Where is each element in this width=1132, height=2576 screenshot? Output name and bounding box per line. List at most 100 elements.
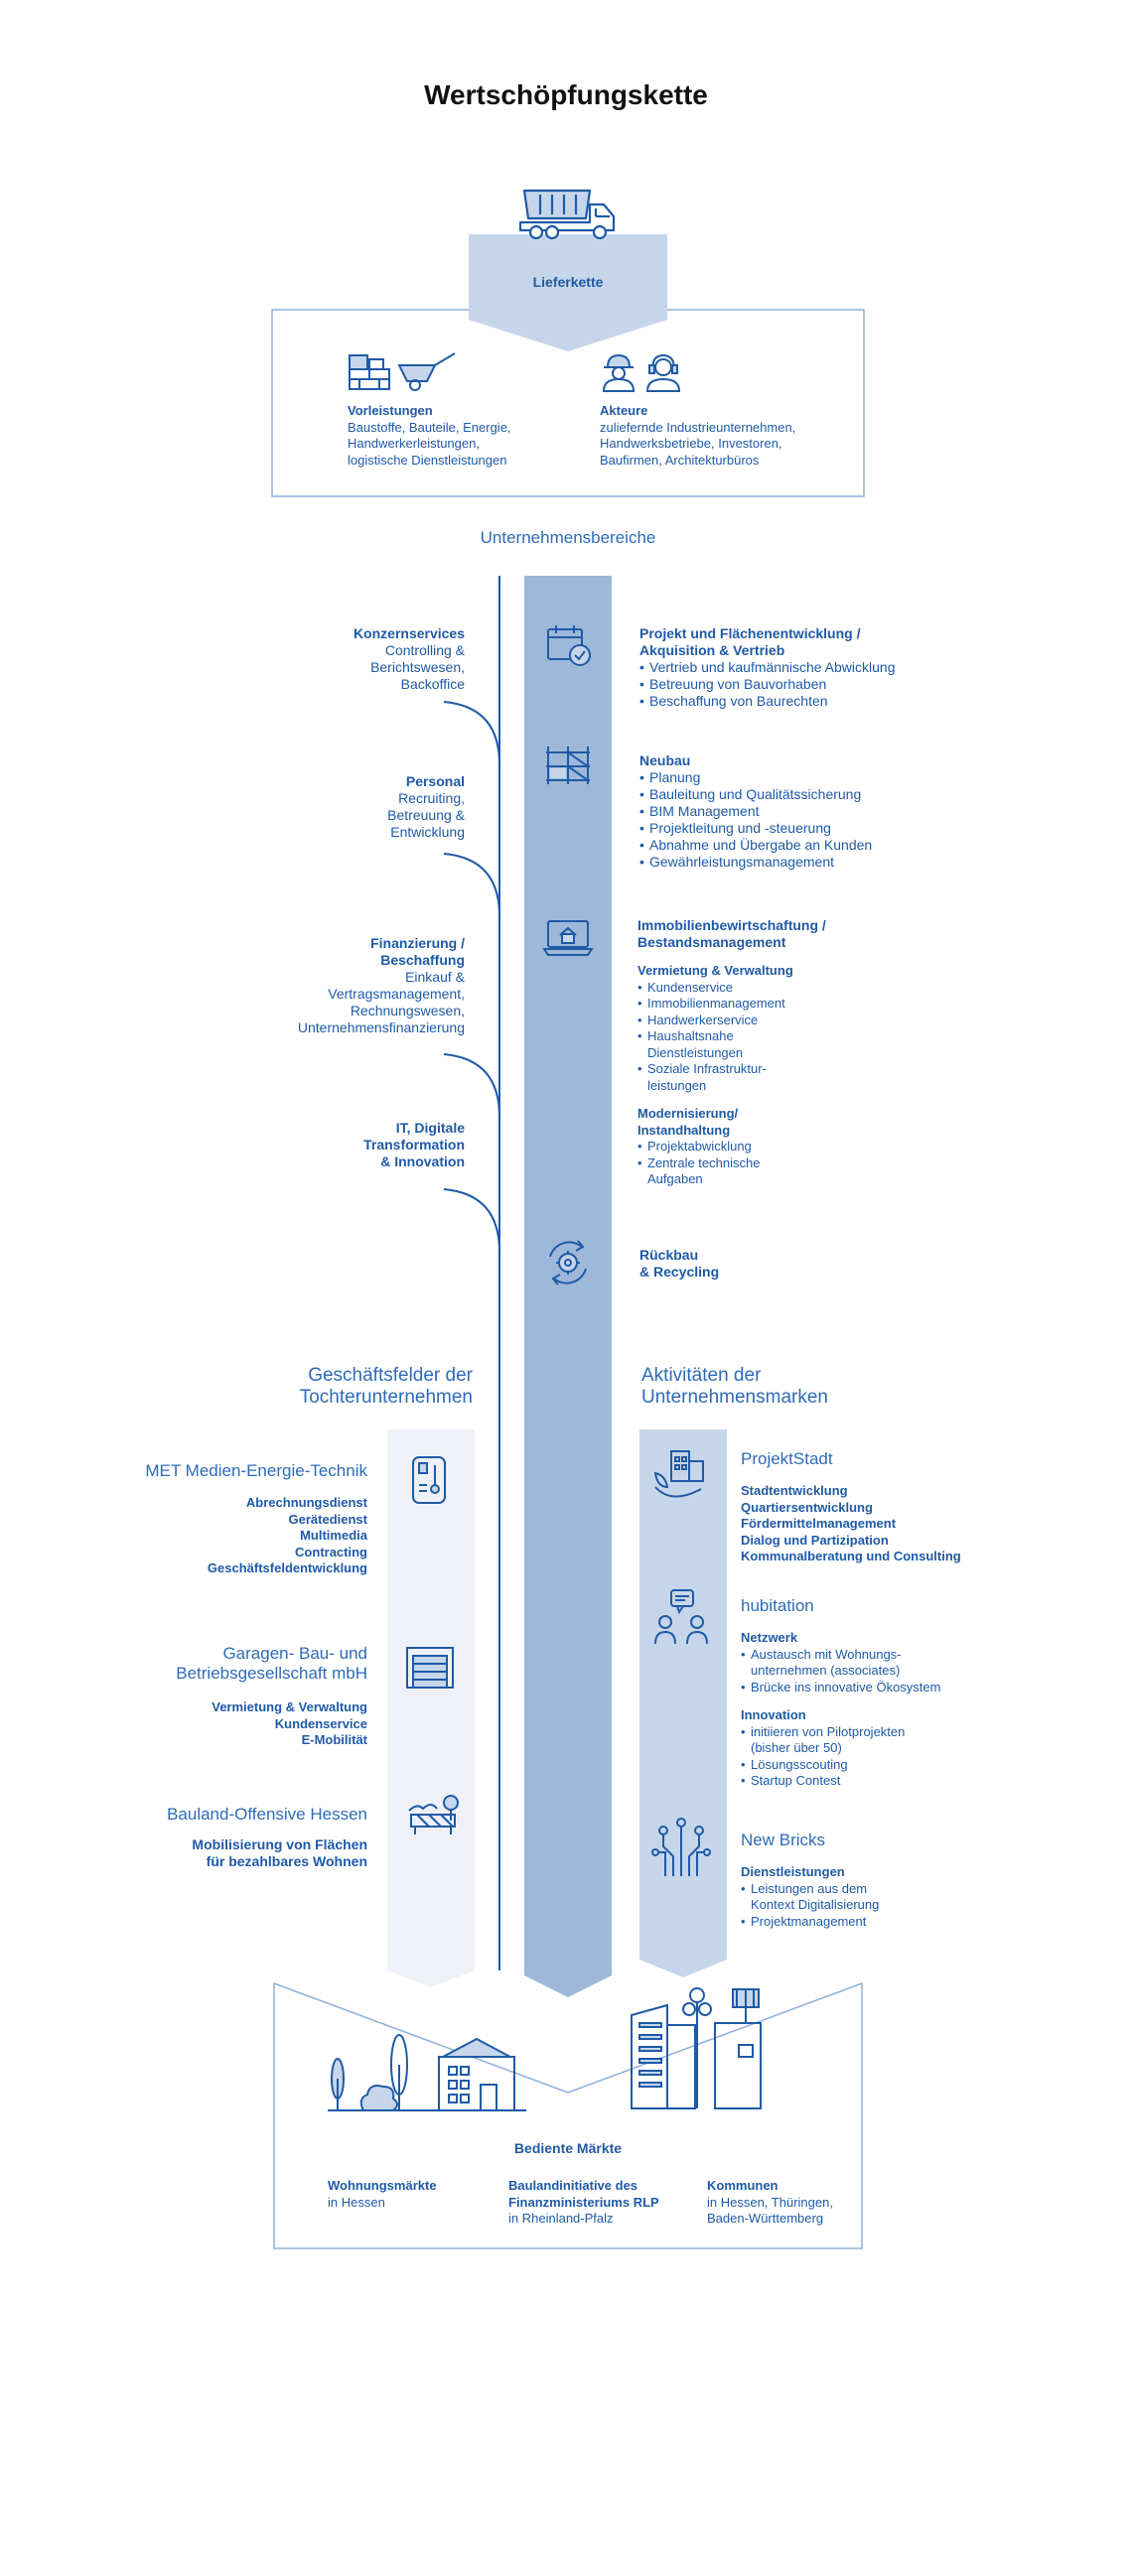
entry-heading: Projekt und Flächenentwicklung / — [639, 625, 861, 641]
bullet-item: Beschaffung von Baurechten — [639, 693, 937, 710]
entry-heading: Personal — [405, 773, 465, 789]
subsidiary-name: Bauland-Offensive Hessen — [167, 1805, 367, 1824]
entry-line: Einkauf & — [405, 969, 465, 985]
unternehmensbereiche-heading: Unternehmensbereiche — [480, 528, 656, 547]
bullet-item: Startup Contest — [741, 1773, 999, 1790]
entry-line: Backoffice — [400, 676, 465, 692]
bullet-item: Lösungsscouting — [741, 1757, 999, 1774]
branch-curve-4 — [443, 1188, 500, 1253]
vorleistungen-heading: Vorleistungen — [348, 403, 433, 418]
bullet-item: BIM Management — [639, 803, 937, 820]
bullet-item: Handwerkerservice — [637, 1013, 935, 1029]
left-entry-konzernservices: Konzernservices Controlling & Berichtswe… — [218, 625, 465, 693]
entry-heading: Transformation — [363, 1137, 465, 1152]
branch-curve-3 — [443, 1053, 500, 1118]
entry-heading: Immobilienbewirtschaftung / — [637, 917, 826, 933]
brand-name-newbricks: New Bricks — [741, 1830, 826, 1849]
bullet-item: Gewährleistungsmanagement — [639, 854, 937, 871]
central-column — [524, 576, 612, 1997]
headset-icon — [645, 353, 681, 392]
right-entry-neubau: Neubau Planung Bauleitung und Qualitätss… — [639, 752, 937, 871]
entry-heading: Konzernservices — [353, 625, 465, 641]
entry-heading: Neubau — [639, 752, 691, 768]
subsidiary-services: Abrechnungsdienst Gerätedienst Multimedi… — [207, 1495, 367, 1575]
vorleistungen-line: Handwerkerleistungen, — [348, 436, 480, 451]
bricks-icon — [349, 354, 390, 390]
vorleistungen-line: logistische Dienstleistungen — [348, 452, 507, 468]
recycle-gear-icon — [549, 1240, 587, 1286]
hubitation-details: Netzwerk Austausch mit Wohnungs-unterneh… — [741, 1630, 999, 1790]
akteure-line: Handwerksbetriebe, Investoren, — [600, 436, 782, 451]
market-column: Kommunen in Hessen, Thüringen, Baden-Wür… — [707, 2178, 833, 2226]
land-icon — [408, 1795, 459, 1834]
entry-line: Entwicklung — [390, 824, 465, 840]
right-entry-immobilien: Immobilienbewirtschaftung / Bestandsmana… — [637, 917, 935, 1188]
house-icon — [438, 2037, 515, 2111]
bullet-item: Projektmanagement — [741, 1914, 999, 1931]
bullet-item: Kundenservice — [637, 980, 935, 997]
entry-line: Vertragsmanagement, — [328, 986, 465, 1002]
bullet-item: Soziale Infrastruktur-leistungen — [637, 1061, 935, 1094]
people-chat-icon — [654, 1589, 708, 1645]
left-entry-personal: Personal Recruiting, Betreuung & Entwick… — [218, 773, 465, 841]
entry-line: Rechnungswesen, — [350, 1003, 465, 1018]
right-entry-rueckbau: Rückbau & Recycling — [639, 1247, 838, 1281]
city-icon — [631, 1987, 762, 2109]
geschaeftsfelder-heading: Geschäftsfelder der Tochterunternehmen — [299, 1365, 473, 1408]
entry-line: Berichtswesen, — [370, 659, 465, 675]
entry-line: Recruiting, — [398, 790, 465, 806]
entry-heading: & Innovation — [380, 1153, 465, 1169]
subsidiary-name: MET Medien-Energie-Technik — [145, 1461, 367, 1480]
branch-curve-1 — [443, 701, 500, 765]
projektstadt-services: Stadtentwicklung Quartiersentwicklung Fö… — [741, 1483, 961, 1563]
bullet-item: Immobilienmanagement — [637, 996, 935, 1013]
right-light-column — [639, 1429, 727, 1977]
bullet-item: Planung — [639, 769, 937, 786]
entry-heading: IT, Digitale — [395, 1120, 465, 1136]
bullet-item: initiieren von Pilotprojekten(bisher übe… — [741, 1724, 999, 1757]
entry-line: Controlling & — [384, 642, 465, 658]
bullet-item: Abnahme und Übergabe an Kunden — [639, 837, 937, 854]
entry-line: Betreuung & — [387, 807, 465, 823]
city-plant-icon — [653, 1450, 704, 1498]
newbricks-details: Dienstleistungen Leistungen aus demKonte… — [741, 1864, 999, 1930]
left-entry-it: IT, Digitale Transformation & Innovation — [218, 1120, 465, 1170]
entry-heading: Akquisition & Vertrieb — [639, 642, 785, 658]
vorleistungen-line: Baustoffe, Bauteile, Energie, — [348, 419, 511, 435]
markets-frame — [273, 1981, 863, 2249]
entry-heading: Rückbau — [639, 1247, 699, 1263]
subsidiary-services: Vermietung & Verwaltung Kundenservice E-… — [212, 1699, 367, 1747]
calendar-check-icon — [547, 625, 591, 666]
akteure-line: zuliefernde Industrieunternehmen, — [600, 419, 796, 435]
entry-heading: & Recycling — [639, 1264, 720, 1280]
bullet-item: Brücke ins innovative Ökosystem — [741, 1680, 999, 1696]
subsidiary-services: Mobilisierung von Flächen für bezahlbare… — [192, 1836, 367, 1869]
sub-heading: Vermietung & Verwaltung — [637, 963, 793, 978]
bullet-item: Projektleitung und -steuerung — [639, 820, 937, 837]
laptop-house-icon — [542, 920, 594, 956]
entry-line: Unternehmensfinanzierung — [297, 1019, 465, 1035]
entry-heading: Bestandsmanagement — [637, 934, 786, 950]
market-column: Baulandinitiative des Finanzministeriums… — [508, 2178, 659, 2226]
bullet-item: Projektabwicklung — [637, 1139, 935, 1155]
entry-heading: Beschaffung — [380, 952, 465, 968]
brand-name-hubitation: hubitation — [741, 1596, 814, 1615]
sub-heading: Modernisierung/Instandhaltung — [637, 1106, 739, 1138]
scaffold-icon — [546, 746, 590, 784]
branch-curve-2 — [443, 853, 500, 917]
akteure-heading: Akteure — [600, 403, 648, 418]
bullet-item: Bauleitung und Qualitätssicherung — [639, 786, 937, 803]
bullet-item: Vertrieb und kaufmännische Abwicklung — [639, 659, 937, 676]
right-entry-projekt: Projekt und Flächenentwicklung / Akquisi… — [639, 625, 937, 710]
left-pale-column — [387, 1429, 475, 1987]
worker-icon — [602, 353, 636, 392]
akteure-line: Baufirmen, Architekturbüros — [600, 452, 760, 468]
entry-heading: Finanzierung / — [370, 935, 465, 951]
page-title: Wertschöpfungskette — [424, 79, 708, 110]
truck-icon — [518, 189, 616, 240]
lieferkette-label: Lieferkette — [532, 274, 604, 290]
left-entry-finanzierung: Finanzierung / Beschaffung Einkauf & Ver… — [218, 935, 465, 1036]
